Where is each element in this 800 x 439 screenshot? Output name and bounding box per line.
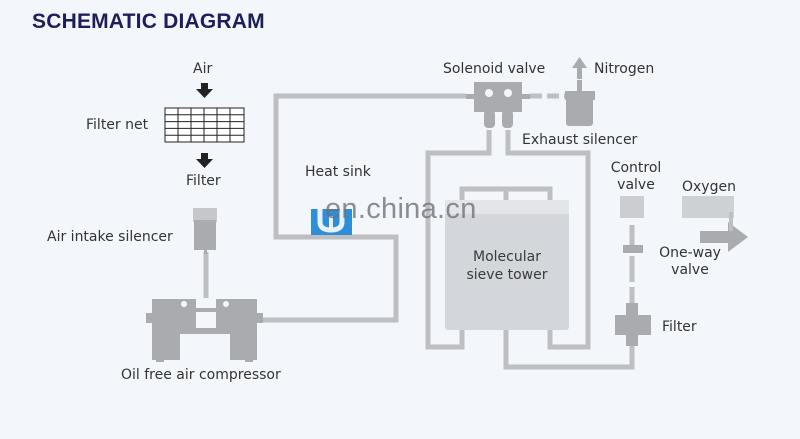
control-valve-icon [620, 196, 644, 218]
heat-sink-icon [311, 209, 352, 235]
label-one-way-valve-line1: One-way [659, 245, 721, 261]
arrow-down-icon [196, 83, 213, 98]
label-air: Air [193, 61, 213, 77]
label-nitrogen: Nitrogen [594, 61, 655, 77]
label-control-valve: Control valve [606, 160, 666, 194]
label-filter-net: Filter net [86, 117, 149, 133]
label-exhaust-silencer: Exhaust silencer [522, 132, 638, 148]
label-tower-line1: Molecular [473, 249, 541, 265]
label-filter-right: Filter [662, 319, 697, 335]
exhaust-silencer-icon [565, 80, 595, 126]
pipe-solenoid-right-to-tower [505, 130, 591, 350]
watermark: en.china.cn [325, 193, 477, 225]
label-oxygen: Oxygen [682, 179, 736, 195]
oxygen-arrow-icon [700, 222, 748, 252]
oxygen-outlet [682, 196, 734, 218]
arrow-down-icon [196, 153, 213, 168]
solenoid-valve-icon [466, 82, 530, 128]
label-heat-sink: Heat sink [305, 164, 371, 180]
compressor-icon [146, 299, 263, 362]
label-compressor: Oil free air compressor [121, 367, 281, 383]
one-way-valve-icon [623, 245, 643, 253]
pipe-tower-to-filter [503, 330, 635, 370]
pipe-solenoid-left-to-tower [425, 130, 492, 350]
arrows-down [196, 83, 213, 168]
page-title: SCHEMATIC DIAGRAM [32, 10, 265, 33]
label-control-valve-line1: Control [610, 160, 662, 176]
filter-net-icon [164, 107, 245, 143]
nitrogen-arrow-icon [572, 57, 587, 79]
label-filter-left: Filter [186, 173, 221, 189]
label-one-way-valve: One-way valve [654, 245, 726, 279]
label-air-intake-silencer: Air intake silencer [47, 229, 173, 245]
molecular-sieve-tower [445, 200, 569, 330]
label-control-valve-line2: valve [617, 177, 655, 193]
pipe-solenoid-to-heatsink [262, 93, 466, 323]
air-intake-silencer-icon [193, 208, 217, 254]
filter-right-icon [615, 303, 651, 346]
label-molecular-sieve-tower: Molecular sieve tower [445, 248, 569, 284]
label-one-way-valve-line2: valve [671, 262, 709, 278]
pipes [203, 93, 635, 370]
label-tower-line2: sieve tower [466, 267, 548, 283]
label-solenoid-valve: Solenoid valve [443, 61, 546, 77]
